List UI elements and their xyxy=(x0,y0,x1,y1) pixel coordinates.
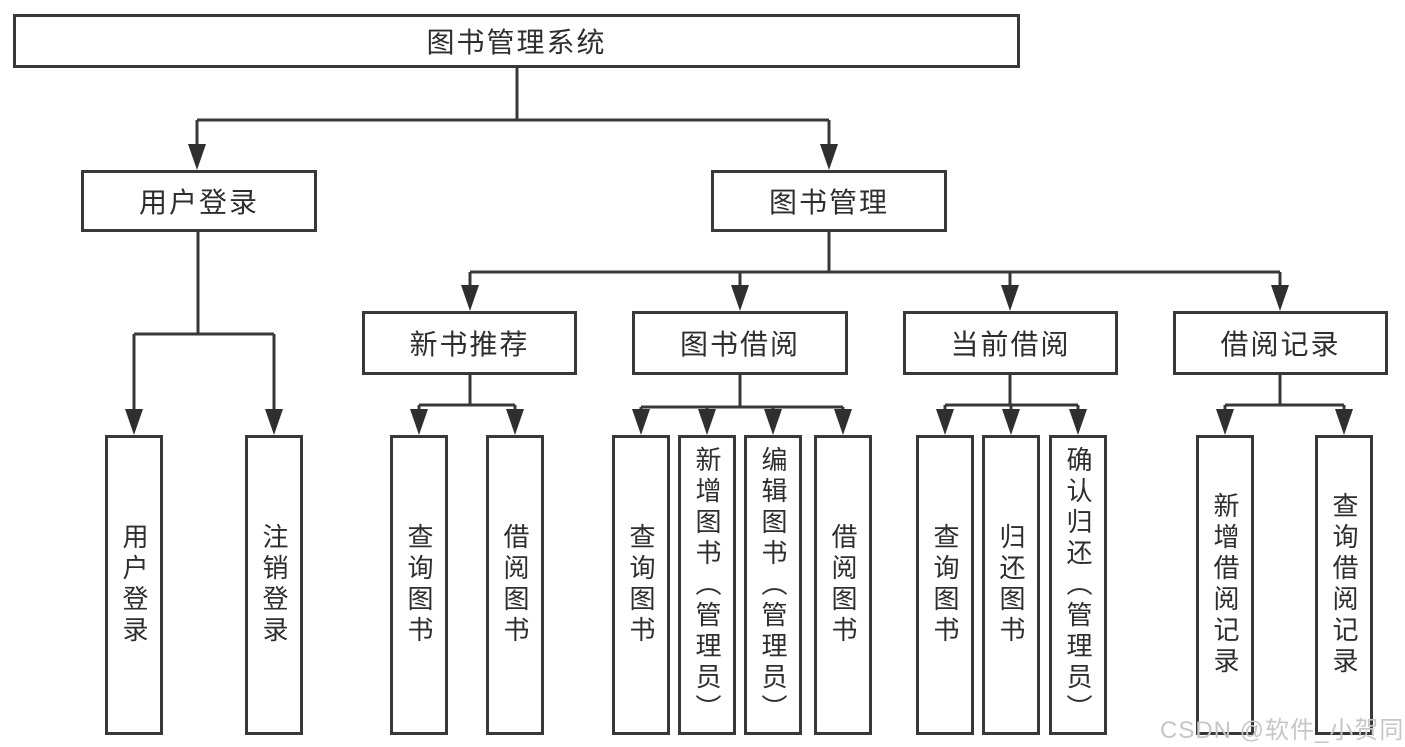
leaf-confirm-return-admin: 确认归还（管理员） xyxy=(1049,435,1107,735)
arrow-down-icon xyxy=(820,144,838,170)
arrow-down-icon xyxy=(461,285,479,311)
arrow-down-icon xyxy=(1069,409,1087,435)
leaf-logout: 注销登录 xyxy=(245,435,303,735)
arrow-down-icon xyxy=(1271,285,1289,311)
node-book-borrowing: 图书借阅 xyxy=(632,311,848,375)
arrow-down-icon xyxy=(188,144,206,170)
arrow-down-icon xyxy=(125,409,143,435)
arrow-down-icon xyxy=(936,409,954,435)
node-new-book-recommend: 新书推荐 xyxy=(362,311,577,375)
arrow-down-icon xyxy=(1001,285,1019,311)
leaf-return-books: 归还图书 xyxy=(982,435,1040,735)
tree-edges xyxy=(132,68,1346,417)
leaf-add-books-admin: 新增图书（管理员） xyxy=(678,435,736,735)
edge-book-borrowing xyxy=(639,375,845,417)
leaf-borrow-books-1: 借阅图书 xyxy=(486,435,544,735)
node-book-management: 图书管理 xyxy=(711,170,947,232)
edge-new-book-recommend xyxy=(417,375,517,417)
arrow-down-icon xyxy=(834,409,852,435)
arrow-down-icon xyxy=(1002,409,1020,435)
arrow-down-icon xyxy=(506,409,524,435)
arrow-down-icon xyxy=(1335,409,1353,435)
edge-root xyxy=(195,68,831,152)
arrowheads xyxy=(125,144,1353,435)
node-library-management-system: 图书管理系统 xyxy=(13,14,1020,68)
arrow-down-icon xyxy=(632,409,650,435)
csdn-watermark: CSDN @软件_小贺同学 xyxy=(1160,717,1405,744)
arrow-down-icon xyxy=(265,409,283,435)
edge-user-login xyxy=(132,232,276,417)
arrow-down-icon xyxy=(764,409,782,435)
node-current-borrowing: 当前借阅 xyxy=(903,311,1118,375)
leaf-edit-books-admin: 编辑图书（管理员） xyxy=(744,435,802,735)
leaf-user-login: 用户登录 xyxy=(105,435,163,735)
arrow-down-icon xyxy=(731,285,749,311)
leaf-add-borrow-record: 新增借阅记录 xyxy=(1196,435,1254,735)
leaf-query-books-2: 查询图书 xyxy=(612,435,670,735)
edge-book-management xyxy=(468,232,1282,294)
edge-borrowing-records xyxy=(1223,375,1346,417)
leaf-query-borrow-record: 查询借阅记录 xyxy=(1315,435,1373,735)
leaf-borrow-books-2: 借阅图书 xyxy=(814,435,872,735)
arrow-down-icon xyxy=(698,409,716,435)
node-user-login: 用户登录 xyxy=(81,170,317,232)
leaf-query-books-1: 查询图书 xyxy=(390,435,448,735)
arrow-down-icon xyxy=(410,409,428,435)
node-borrowing-records: 借阅记录 xyxy=(1173,311,1388,375)
leaf-query-books-3: 查询图书 xyxy=(916,435,974,735)
arrow-down-icon xyxy=(1216,409,1234,435)
